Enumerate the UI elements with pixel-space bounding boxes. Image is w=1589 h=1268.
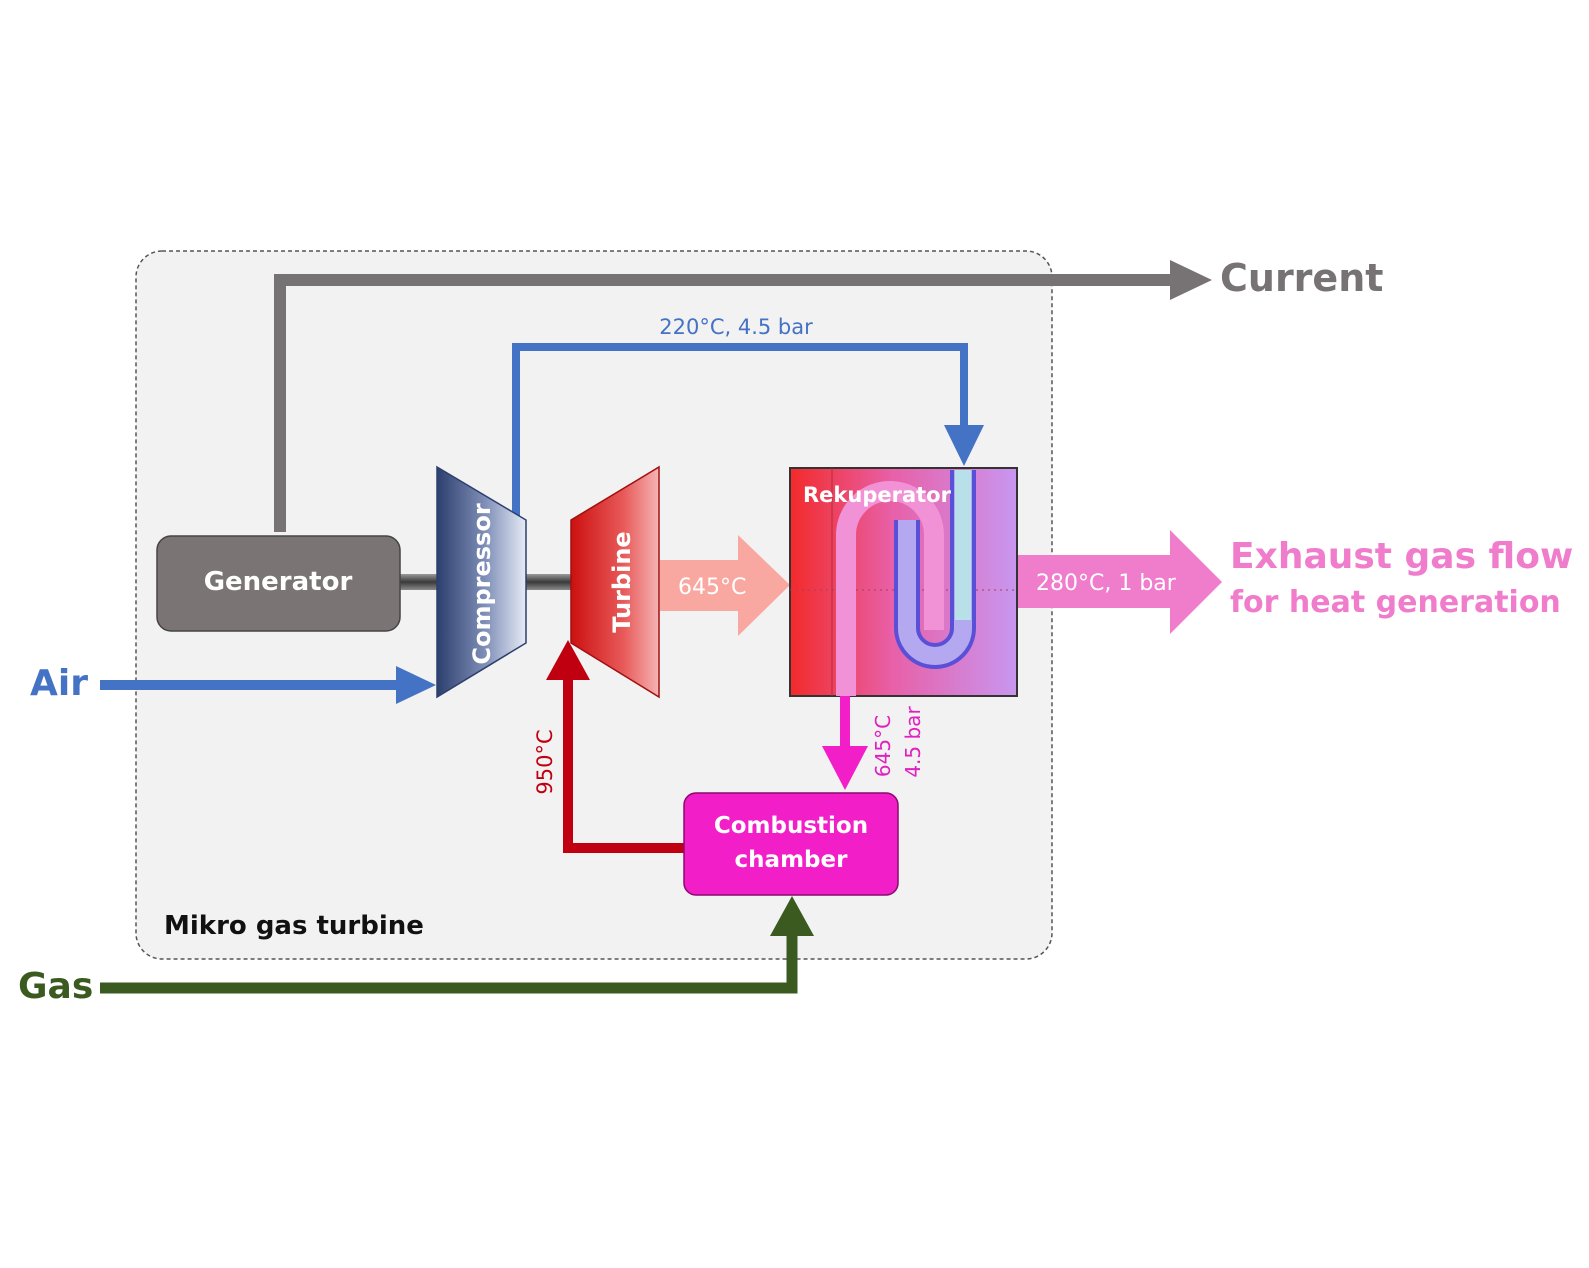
shaft-compressor-turbine <box>526 574 572 590</box>
generator-box <box>156 535 401 632</box>
combustion-outlet-label: 950°C <box>533 729 557 794</box>
air-arrowhead <box>396 666 436 704</box>
compressed-air-line <box>512 343 968 520</box>
generator-label: Generator <box>204 567 353 597</box>
combustion-chamber-box <box>683 792 899 896</box>
exhaust-flow-label: 280°C, 1 bar <box>1036 571 1177 596</box>
preheated-air-temp-label: 645°C <box>871 715 895 777</box>
turbine-exhaust-arrow <box>660 535 790 636</box>
combustion-label-line1: Combustion <box>714 813 868 839</box>
hot-gas-line <box>563 672 684 853</box>
recuperator-inner-u-hot <box>836 481 944 696</box>
recuperator-air-inlet <box>955 470 971 620</box>
current-label: Current <box>1220 256 1383 300</box>
compressor-label: Compressor <box>468 503 496 664</box>
shaft-generator-compressor <box>398 574 438 590</box>
recuperator-air-u-tube-inner <box>898 470 972 665</box>
exhaust-subtitle: for heat generation <box>1230 585 1561 620</box>
preheated-air-pressure-label: 4.5 bar <box>901 706 925 778</box>
recuperator-label: Rekuperator <box>803 483 952 507</box>
turbine-shape <box>570 465 660 699</box>
compressed-air-flow-label: 220°C, 4.5 bar <box>659 315 813 339</box>
current-arrowhead <box>1170 260 1212 300</box>
compressed-air-arrowhead <box>944 425 984 466</box>
turbine-label: Turbine <box>608 531 636 632</box>
turbine-exhaust-label: 645°C <box>678 575 746 600</box>
compressor-shape <box>436 465 527 699</box>
exhaust-arrow <box>1018 530 1222 634</box>
gas-label: Gas <box>18 966 93 1007</box>
hot-gas-arrowhead <box>546 640 590 680</box>
gas-arrowhead <box>770 896 814 936</box>
combustion-label-line2: chamber <box>735 847 849 873</box>
air-label: Air <box>30 663 88 704</box>
current-line <box>274 274 1175 532</box>
gas-line <box>100 930 798 994</box>
container-label: Mikro gas turbine <box>164 911 424 941</box>
preheated-air-arrowhead <box>822 746 868 790</box>
exhaust-title: Exhaust gas flow <box>1230 536 1573 577</box>
